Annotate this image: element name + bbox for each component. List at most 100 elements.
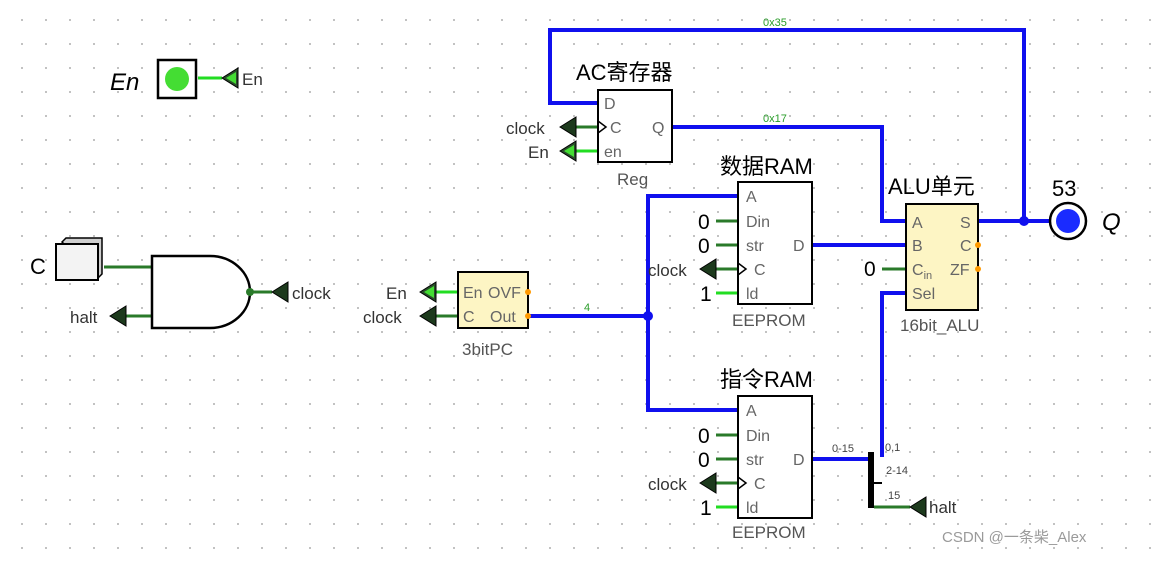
tunnel-halt-label: halt (70, 308, 98, 327)
push-button-icon (55, 243, 99, 281)
bus-feedback (548, 28, 1026, 223)
ac-tunnel-en-label: En (528, 143, 549, 162)
iram-port-c: C (754, 476, 766, 493)
clock-triangle-icon (737, 262, 748, 276)
bus-label-pc-width: 4 (584, 302, 590, 314)
iram-const-ld: 1 (700, 497, 712, 520)
iram-name: EEPROM (732, 523, 806, 542)
dram-port-a: A (746, 189, 757, 206)
tunnel-en-fill-icon (226, 72, 236, 84)
alu-port-zf: ZF (950, 262, 970, 279)
bus-ac-q (670, 125, 908, 223)
alu-port-s: S (960, 215, 971, 232)
pc-component[interactable] (457, 271, 529, 329)
instr-ram-block: 指令RAM A Din str C ld D 0 0 clock 1 EEPRO… (648, 367, 813, 542)
alu-name: 16bit_ALU (900, 316, 979, 335)
alu-port-sel: Sel (912, 286, 935, 303)
dram-const-din: 0 (698, 211, 710, 234)
pc-block: En clock En C OVF Out 3bitPC (363, 271, 531, 359)
alu-component[interactable] (905, 203, 979, 311)
alu-block: ALU单元 A B Cin Sel S C ZF 0 16bit_ALU (864, 174, 981, 335)
dram-const-str: 0 (698, 235, 710, 258)
tunnel-clock-icon (271, 281, 289, 303)
led-on-icon (165, 67, 189, 91)
dram-port-str: str (746, 238, 764, 255)
splitter-in-label: 0-15 (832, 443, 854, 455)
tunnel-clock-icon (699, 472, 717, 494)
pc-port-en: En (463, 285, 483, 302)
clock-triangle-icon (597, 120, 608, 134)
ac-port-c: C (610, 120, 622, 137)
bus-label-feedback: 0x35 (763, 17, 787, 29)
dram-port-d: D (793, 238, 805, 255)
alu-port-cin: Cin (912, 262, 932, 282)
button-c-label: C (30, 254, 46, 279)
pc-port-ovf: OVF (488, 285, 521, 302)
splitter-tunnel-halt-label: halt (929, 498, 957, 517)
dram-tunnel-clock-label: clock (648, 261, 687, 280)
dram-name: EEPROM (732, 311, 806, 330)
ac-register-name: Reg (617, 170, 648, 189)
pc-ovf-pin (525, 289, 531, 295)
probe-value: 53 (1052, 176, 1076, 201)
tunnel-clock-label: clock (292, 284, 331, 303)
clock-triangle-icon (737, 476, 748, 490)
alu-const-cin: 0 (864, 258, 876, 281)
tunnel-en-fill-icon (424, 286, 434, 298)
pc-port-c: C (463, 309, 475, 326)
ac-port-q: Q (652, 120, 664, 137)
junction-dot (643, 311, 653, 321)
iram-port-a: A (746, 403, 757, 420)
pc-name: 3bitPC (462, 340, 513, 359)
tunnel-halt-icon (109, 305, 127, 327)
instr-ram-component[interactable] (737, 395, 813, 519)
pc-tunnel-clock-label: clock (363, 308, 402, 327)
splitter-out1-label: 0,1 (885, 442, 900, 454)
pc-out-pin (525, 313, 531, 319)
alu-c-pin (975, 242, 981, 248)
bus-label-ac-q: 0x17 (763, 113, 787, 125)
alu-port-b: B (912, 238, 923, 255)
tunnel-en-fill-icon (564, 145, 574, 157)
junction-dot (1019, 216, 1029, 226)
tunnel-halt-icon (909, 496, 927, 518)
clock-block: C halt clock (30, 237, 331, 330)
en-block: En En (110, 58, 263, 100)
tunnel-clock-icon (699, 258, 717, 280)
splitter-out2-label: 2-14 (886, 465, 908, 477)
data-ram-block: 数据RAM A Din str C ld D 0 0 clock 1 EEPRO… (648, 154, 813, 330)
pc-tunnel-en-label: En (386, 284, 407, 303)
splitter-out3-label: 15 (888, 490, 900, 502)
ac-register-component[interactable] (597, 89, 673, 163)
en-label: En (110, 69, 139, 96)
ac-register-title: AC寄存器 (576, 60, 673, 85)
ac-tunnel-clock-label: clock (506, 119, 545, 138)
tunnel-clock-icon (419, 305, 437, 327)
ac-port-d: D (604, 96, 616, 113)
watermark: CSDN @一条柴_Alex (942, 529, 1087, 546)
data-ram-component[interactable] (737, 181, 813, 305)
output-probe-block: 53 Q (1048, 176, 1121, 241)
iram-port-str: str (746, 452, 764, 469)
tunnel-en-label: En (242, 70, 263, 89)
pc-port-out: Out (490, 309, 516, 326)
iram-port-din: Din (746, 428, 770, 445)
data-ram-title: 数据RAM (720, 154, 813, 179)
iram-const-din: 0 (698, 425, 710, 448)
iram-tunnel-clock-label: clock (648, 475, 687, 494)
probe-label: Q (1102, 209, 1121, 236)
alu-zf-pin (975, 266, 981, 272)
button-c[interactable] (55, 237, 103, 281)
alu-title: ALU单元 (888, 174, 975, 199)
and-gate-icon (150, 254, 252, 330)
splitter-bar[interactable] (868, 452, 874, 508)
ac-register-block: AC寄存器 clock En D C Q en Reg (506, 60, 673, 189)
splitter-block: 0-15 0,1 2-14 15 halt (832, 442, 957, 518)
dram-port-ld: ld (746, 286, 758, 303)
dram-const-ld: 1 (700, 283, 712, 306)
dram-port-din: Din (746, 214, 770, 231)
tunnel-clock-icon (559, 116, 577, 138)
instr-ram-title: 指令RAM (720, 367, 813, 392)
